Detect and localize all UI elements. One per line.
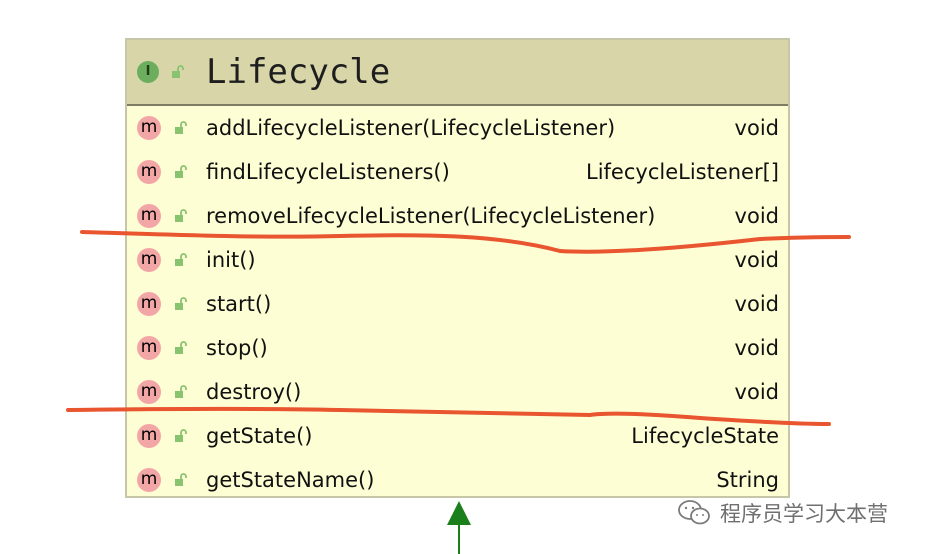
uml-interface-box: I Lifecycle m addLifecycleListener(Lifec… (125, 38, 790, 498)
method-icon: m (137, 204, 161, 228)
return-type: void (734, 380, 779, 404)
method-name: getStateName() (206, 468, 375, 492)
method-row: m destroy() void (127, 370, 788, 414)
method-row: m getState() LifecycleState (127, 414, 788, 458)
wechat-icon (678, 500, 710, 525)
interface-icon: I (137, 61, 159, 83)
method-name: removeLifecycleListener(LifecycleListene… (206, 204, 656, 228)
watermark-text: 程序员学习大本营 (720, 502, 888, 526)
method-name: init() (206, 248, 256, 272)
method-row: m getStateName() String (127, 458, 788, 502)
return-type: void (734, 248, 779, 272)
return-type: LifecycleListener[] (586, 160, 779, 184)
method-row: m init() void (127, 238, 788, 282)
method-row: m stop() void (127, 326, 788, 370)
method-icon: m (137, 336, 161, 360)
method-name: start() (206, 292, 272, 316)
method-icon: m (137, 116, 161, 140)
unlock-icon (175, 209, 187, 222)
method-row: m findLifecycleListeners() LifecycleList… (127, 150, 788, 194)
method-name: findLifecycleListeners() (206, 160, 450, 184)
return-type: void (734, 292, 779, 316)
unlock-icon (172, 65, 184, 78)
class-header: I Lifecycle (127, 40, 788, 106)
unlock-icon (175, 473, 187, 486)
return-type: void (734, 204, 779, 228)
return-type: void (734, 336, 779, 360)
method-name: addLifecycleListener(LifecycleListener) (206, 116, 616, 140)
method-icon: m (137, 380, 161, 404)
return-type: String (716, 468, 779, 492)
method-name: getState() (206, 424, 313, 448)
method-icon: m (137, 248, 161, 272)
watermark: 程序员学习大本营 (678, 497, 888, 529)
method-row: m removeLifecycleListener(LifecycleListe… (127, 194, 788, 238)
method-name: destroy() (206, 380, 302, 404)
method-row: m start() void (127, 282, 788, 326)
method-icon: m (137, 292, 161, 316)
return-type: LifecycleState (631, 424, 779, 448)
unlock-icon (175, 121, 187, 134)
unlock-icon (175, 165, 187, 178)
unlock-icon (175, 429, 187, 442)
unlock-icon (175, 385, 187, 398)
method-name: stop() (206, 336, 268, 360)
return-type: void (734, 116, 779, 140)
method-icon: m (137, 424, 161, 448)
method-icon: m (137, 468, 161, 492)
method-icon: m (137, 160, 161, 184)
unlock-icon (175, 297, 187, 310)
unlock-icon (175, 253, 187, 266)
inheritance-arrow-head (447, 501, 471, 525)
unlock-icon (175, 341, 187, 354)
method-row: m addLifecycleListener(LifecycleListener… (127, 106, 788, 150)
class-title: Lifecycle (206, 52, 391, 92)
